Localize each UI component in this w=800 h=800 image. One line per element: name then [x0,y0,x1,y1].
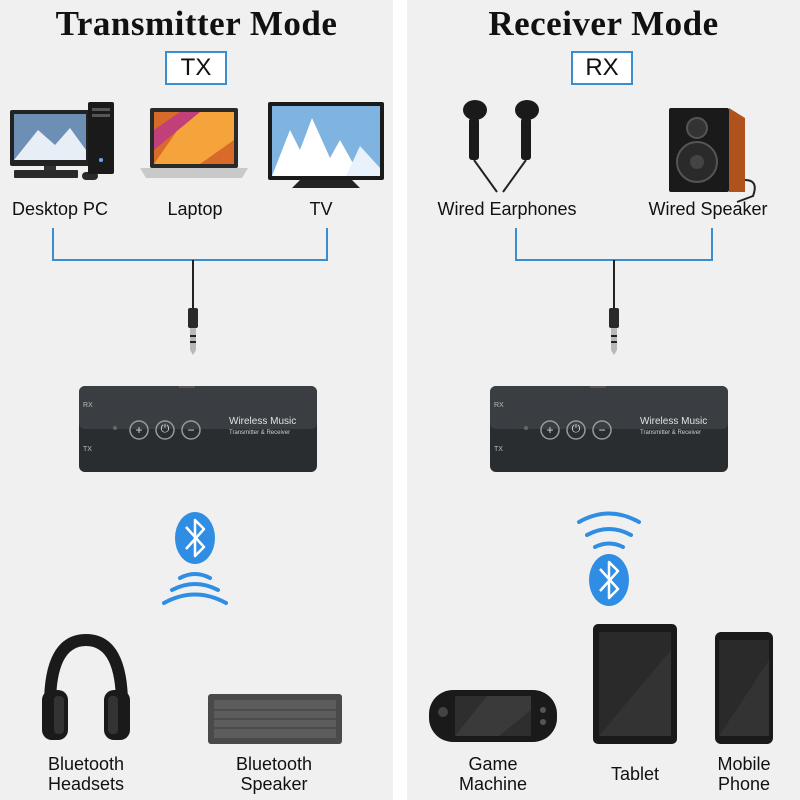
transmitter-panel: Transmitter Mode TX Desktop PC Laptop TV [0,0,393,800]
port-label-tx: TX [83,446,92,453]
device-brand: Wireless Music [229,416,297,427]
tv-icon [268,102,384,188]
receiver-panel: Receiver Mode RX Wired Earphones Wired S… [407,0,800,800]
device-subtitle: Transmitter & Receiver [229,430,291,436]
aux-connector-lines [52,228,328,310]
bluetooth-icon [589,554,629,606]
power-button[interactable]: ⏻ [571,423,581,435]
aux-plug-icon [609,308,619,355]
source-label-laptop: Laptop [167,199,223,219]
volume-down-button[interactable]: − [187,423,195,437]
port-label-rx: RX [494,402,504,409]
receiver-device: RX TX + ⏻ − Wireless Music Transmitter &… [490,386,728,472]
source-label-tv: TV [309,199,333,219]
device-subtitle: Transmitter & Receiver [640,430,702,436]
volume-down-button[interactable]: − [598,423,606,437]
desktop-pc-icon [10,102,114,180]
signal-waves-icon [577,511,641,549]
volume-up-button[interactable]: + [135,423,143,437]
tablet-icon [593,624,677,744]
aux-connector-lines [515,228,713,310]
mobile-phone-icon [715,632,773,744]
output-label-headsets: Bluetooth Headsets [47,754,125,794]
device-brand: Wireless Music [640,416,708,427]
power-button[interactable]: ⏻ [160,423,170,435]
output-label-tablet: Tablet [610,764,660,784]
source-label-wired-earphones: Wired Earphones [437,199,577,219]
port-label-rx: RX [83,402,93,409]
output-label-game-machine: Game Machine [458,754,528,794]
aux-plug-icon [188,308,198,355]
game-console-icon [429,690,557,742]
earphones-icon [463,100,539,193]
panel-title: Transmitter Mode [55,4,338,43]
headphones-icon [42,633,130,740]
bluetooth-icon [175,512,215,564]
signal-waves-icon [162,572,228,605]
source-label-wired-speaker: Wired Speaker [648,199,768,219]
panel-title: Receiver Mode [488,4,719,43]
wired-speaker-icon [669,108,756,203]
laptop-icon [140,108,248,178]
transmitter-device: RX TX + ⏻ − Wireless Music Transmitter &… [79,386,317,472]
mode-badge-tx: TX [165,51,227,85]
bluetooth-speaker-icon [208,694,342,744]
port-label-tx: TX [494,446,503,453]
output-label-speaker: Bluetooth Speaker [235,754,313,794]
panel-divider [393,0,407,800]
source-label-desktop-pc: Desktop PC [11,199,109,219]
volume-up-button[interactable]: + [546,423,554,437]
output-label-mobile-phone: Mobile Phone [717,754,771,794]
mode-badge-rx: RX [571,51,633,85]
